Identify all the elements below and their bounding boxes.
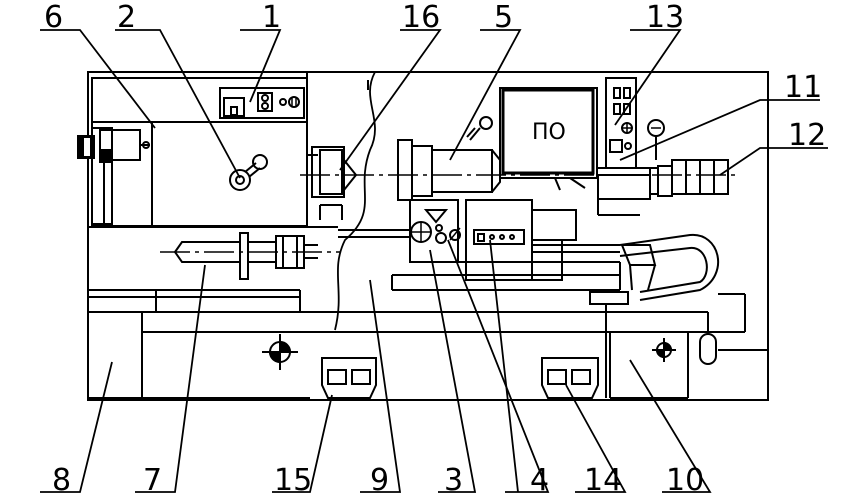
label-1: 1 <box>262 0 281 35</box>
feet <box>321 357 599 399</box>
carriage <box>338 199 621 291</box>
headstock <box>77 77 308 227</box>
label-2: 2 <box>117 0 136 35</box>
center-marks <box>262 333 717 370</box>
speed-handle <box>229 169 251 191</box>
label-6: 6 <box>44 0 63 35</box>
label-13: 13 <box>646 0 684 35</box>
leader-lines <box>40 29 828 493</box>
label-3: 3 <box>444 463 463 497</box>
lower-spindle <box>88 232 340 312</box>
spindle-chuck <box>300 146 740 220</box>
label-11: 11 <box>784 70 822 105</box>
control-panel-box <box>219 87 305 119</box>
label-12: 12 <box>788 118 826 153</box>
label-4: 4 <box>530 463 549 497</box>
po-unit: ПО <box>499 87 598 191</box>
label-15: 15 <box>274 463 312 497</box>
label-16: 16 <box>402 0 440 35</box>
label-9: 9 <box>370 463 389 497</box>
label-7: 7 <box>143 463 162 497</box>
po-label: ПО <box>532 120 566 145</box>
tailstock <box>597 159 729 216</box>
spindle-head <box>397 116 501 201</box>
label-5: 5 <box>494 0 513 35</box>
label-10: 10 <box>666 463 704 497</box>
part-labels: 1 2 3 4 5 6 7 8 9 10 11 12 13 14 15 16 <box>44 0 826 497</box>
label-14: 14 <box>584 463 622 497</box>
label-8: 8 <box>52 463 71 497</box>
coolant-hose <box>589 233 719 398</box>
break-lines <box>334 71 376 331</box>
